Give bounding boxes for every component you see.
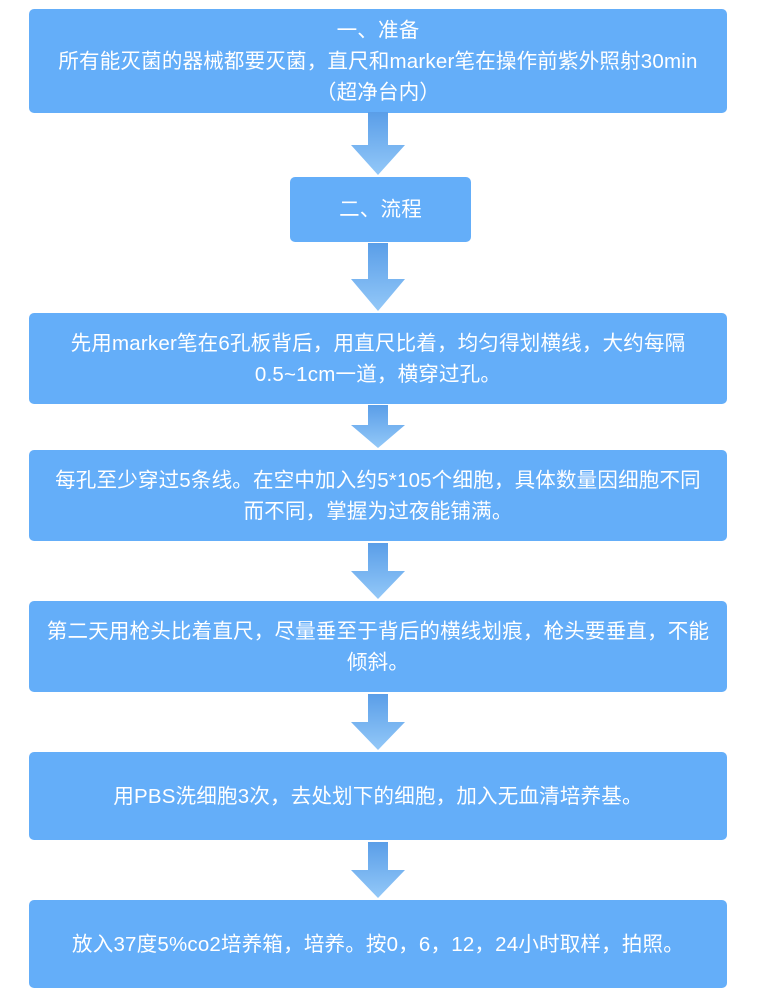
arrow-down-icon [351, 112, 405, 175]
flow-node-step5: 放入37度5%co2培养箱，培养。按0，6，12，24小时取样，拍照。 [29, 900, 727, 988]
flow-node-process: 二、流程 [290, 177, 471, 242]
flow-node-step3-text: 第二天用枪头比着直尺，尽量垂至于背后的横线划痕，枪头要垂直，不能倾斜。 [46, 619, 710, 674]
arrow-down-icon [351, 243, 405, 311]
flow-node-step5-text: 放入37度5%co2培养箱，培养。按0，6，12，24小时取样，拍照。 [72, 932, 684, 956]
arrow-down-icon [351, 842, 405, 898]
arrow-down-icon [351, 543, 405, 599]
flow-node-step3: 第二天用枪头比着直尺，尽量垂至于背后的横线划痕，枪头要垂直，不能倾斜。 [29, 601, 727, 692]
flow-node-step4: 用PBS洗细胞3次，去处划下的细胞，加入无血清培养基。 [29, 752, 727, 840]
flow-node-step4-text: 用PBS洗细胞3次，去处划下的细胞，加入无血清培养基。 [113, 784, 643, 808]
flow-node-step2: 每孔至少穿过5条线。在空中加入约5*105个细胞，具体数量因细胞不同而不同，掌握… [29, 450, 727, 541]
flow-node-prepare: 一、准备 所有能灭菌的器械都要灭菌，直尺和marker笔在操作前紫外照射30mi… [29, 9, 727, 113]
flow-node-process-text: 二、流程 [339, 198, 422, 221]
flow-node-prepare-text: 一、准备 所有能灭菌的器械都要灭菌，直尺和marker笔在操作前紫外照射30mi… [58, 18, 698, 104]
arrow-down-icon [351, 694, 405, 750]
flow-node-step1: 先用marker笔在6孔板背后，用直尺比着，均匀得划横线，大约每隔0.5~1cm… [29, 313, 727, 404]
flow-node-step2-text: 每孔至少穿过5条线。在空中加入约5*105个细胞，具体数量因细胞不同而不同，掌握… [55, 468, 701, 523]
flow-node-step1-text: 先用marker笔在6孔板背后，用直尺比着，均匀得划横线，大约每隔0.5~1cm… [70, 331, 686, 386]
arrow-down-icon [351, 405, 405, 448]
